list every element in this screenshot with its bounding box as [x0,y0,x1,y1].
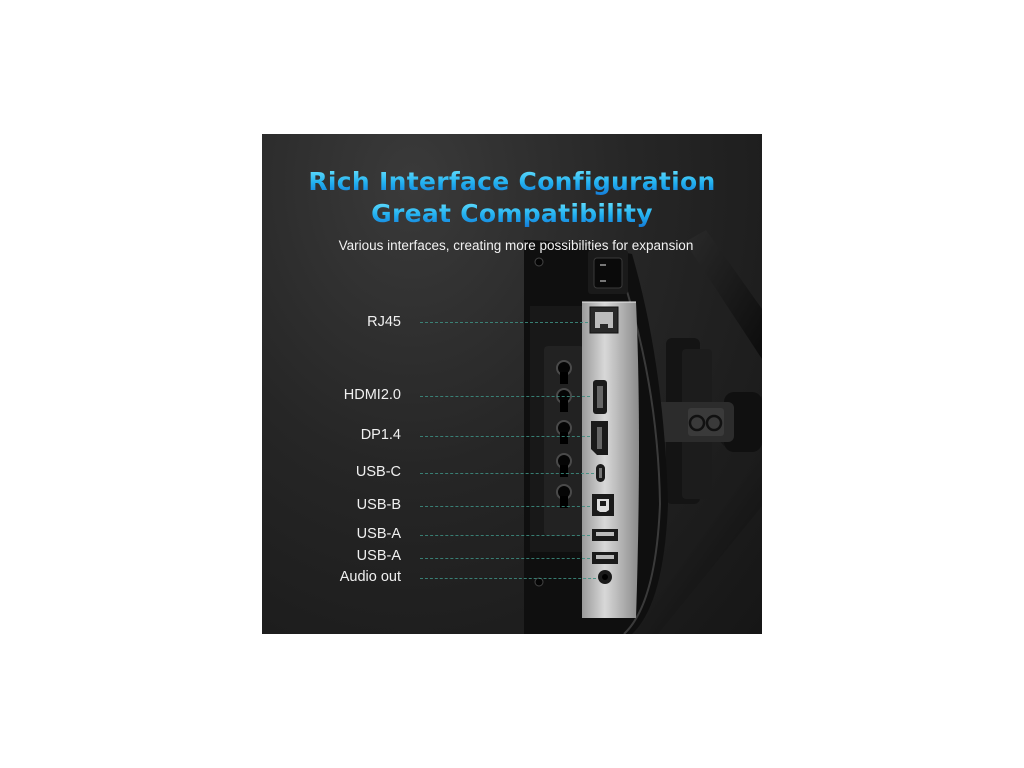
port-label-audio: Audio out [339,569,401,585]
audio-jack-icon [598,570,612,584]
product-banner: Rich Interface Configuration Great Compa… [262,134,762,634]
leader-line-dp [420,436,590,437]
leader-line-usb-b [420,506,590,507]
usb-a-port-icon-2 [592,552,618,564]
subtitle: Various interfaces, creating more possib… [338,238,694,253]
port-label-dp: DP1.4 [360,427,401,443]
leader-line-rj45 [420,322,588,323]
stand-upper-arm [685,230,762,359]
monitor-side-illustration [524,230,762,634]
port-label-usb-a-1: USB-A [356,526,401,542]
leader-line-audio [420,578,596,579]
port-label-hdmi: HDMI2.0 [343,387,401,403]
port-label-usb-b: USB-B [356,497,401,513]
usb-c-port-icon [596,464,605,482]
displayport-icon [591,421,608,455]
usb-b-port-icon [592,494,614,516]
mount-screw-icon [688,414,706,432]
port-label-rj45: RJ45 [367,314,401,330]
leader-line-usb-c [420,473,594,474]
hdmi-port-icon [593,380,607,414]
port-label-usb-c: USB-C [355,464,401,480]
usb-a-port-icon [592,529,618,541]
headline-line-1: Rich Interface Configuration [262,167,762,196]
stand-lower-arm [632,454,762,634]
leader-line-hdmi [420,396,590,397]
io-port-plate [582,302,639,618]
rj45-port-icon [589,306,619,334]
leader-line-usb-a-1 [420,535,590,536]
port-label-usb-a-2: USB-A [356,548,401,564]
leader-line-usb-a-2 [420,558,590,559]
headline-line-2: Great Compatibility [262,199,762,228]
